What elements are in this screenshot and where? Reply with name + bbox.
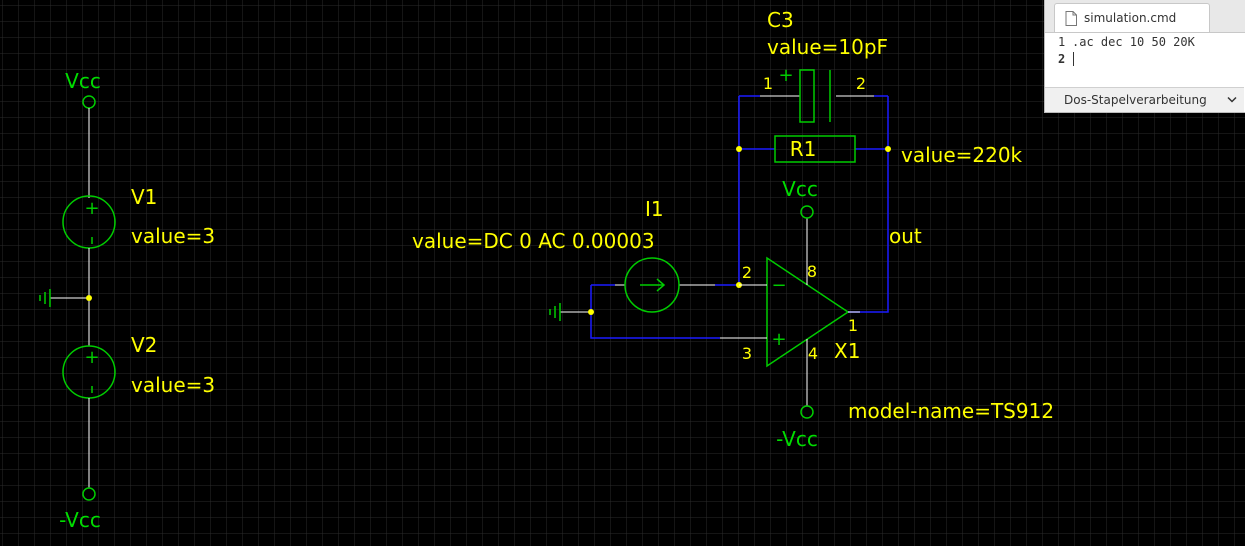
tab-simulation-cmd[interactable]: simulation.cmd xyxy=(1054,3,1210,32)
r1-value: value=220k xyxy=(901,143,1023,167)
svg-text:+: + xyxy=(84,347,99,368)
document-icon xyxy=(1065,11,1077,26)
opamp-model: model-name=TS912 xyxy=(848,399,1054,423)
opamp-vcc-terminal[interactable] xyxy=(800,205,814,219)
neg-vcc-label-bottom: -Vcc xyxy=(59,508,101,532)
junction-dot xyxy=(736,146,742,152)
neg-vcc-terminal-bottom[interactable] xyxy=(82,487,96,501)
current-source-i1[interactable]: I1 value=DC 0 AC 0.00003 xyxy=(412,197,715,313)
language-selector[interactable]: Dos-Stapelverarbeitung xyxy=(1045,87,1244,112)
power-supply-group[interactable]: Vcc + V1 value=3 + V2 value=3 -Vcc xyxy=(39,69,215,532)
wire-feedback-right xyxy=(848,96,889,313)
opamp-name: X1 xyxy=(834,339,860,363)
ground-icon xyxy=(39,289,51,307)
capacitor-c3[interactable]: C3 value=10pF + 1 2 xyxy=(760,8,888,123)
editor-text-area[interactable]: 1 .ac dec 10 50 20K 2 xyxy=(1045,33,1244,87)
code-line[interactable]: .ac dec 10 50 20K xyxy=(1072,35,1195,49)
svg-text:+: + xyxy=(84,198,99,219)
command-editor-window[interactable]: simulation.cmd 1 .ac dec 10 50 20K 2 Dos… xyxy=(1044,0,1245,113)
line-number: 2 xyxy=(1058,52,1066,66)
opamp-vcc-label: Vcc xyxy=(782,177,818,201)
opamp-pin4-label: 4 xyxy=(808,344,818,363)
r1-body xyxy=(774,135,856,163)
junction-dot xyxy=(588,309,594,315)
c3-pin2-label: 2 xyxy=(856,74,866,93)
editor-tab-bar: simulation.cmd xyxy=(1045,0,1245,33)
junction-dot xyxy=(885,146,891,152)
svg-text:+: + xyxy=(778,65,793,86)
v1-value: value=3 xyxy=(131,224,215,248)
svg-text:−: − xyxy=(771,275,786,296)
c3-plate-positive xyxy=(799,69,815,123)
opamp-neg-vcc-terminal[interactable] xyxy=(800,405,814,419)
opamp-neg-vcc-label: -Vcc xyxy=(776,427,818,451)
net-label-out: out xyxy=(889,224,922,248)
line-number: 1 xyxy=(1058,35,1066,49)
opamp-pin8-label: 8 xyxy=(807,262,817,281)
opamp-pin2-label: 2 xyxy=(742,263,752,282)
svg-text:+: + xyxy=(771,329,786,350)
chevron-down-icon xyxy=(1227,96,1237,103)
arrow-right-icon xyxy=(640,278,666,292)
r1-name: R1 xyxy=(790,137,817,161)
vcc-label-top: Vcc xyxy=(65,69,101,93)
v2-value: value=3 xyxy=(131,373,215,397)
ground-icon xyxy=(549,303,561,321)
tab-title: simulation.cmd xyxy=(1084,11,1177,25)
text-cursor xyxy=(1073,52,1074,66)
opamp-pin3-label: 3 xyxy=(742,344,752,363)
wires xyxy=(590,95,889,339)
opamp-pin1-label: 1 xyxy=(848,316,858,335)
opamp-x1[interactable]: − + Vcc -Vcc 2 3 8 4 1 X1 model-name=TS9… xyxy=(720,177,1054,451)
c3-value: value=10pF xyxy=(767,35,888,59)
i1-name: I1 xyxy=(645,197,664,221)
resistor-r1[interactable]: R1 value=220k xyxy=(774,135,1023,167)
v2-name: V2 xyxy=(131,333,157,357)
c3-pin1-label: 1 xyxy=(763,74,773,93)
v1-name: V1 xyxy=(131,185,157,209)
junction-dot xyxy=(86,295,92,301)
language-selector-label: Dos-Stapelverarbeitung xyxy=(1064,93,1207,107)
i1-value: value=DC 0 AC 0.00003 xyxy=(412,229,655,253)
c3-name: C3 xyxy=(767,8,794,32)
i1-symbol xyxy=(624,257,680,313)
wire-noninverting xyxy=(590,285,720,339)
